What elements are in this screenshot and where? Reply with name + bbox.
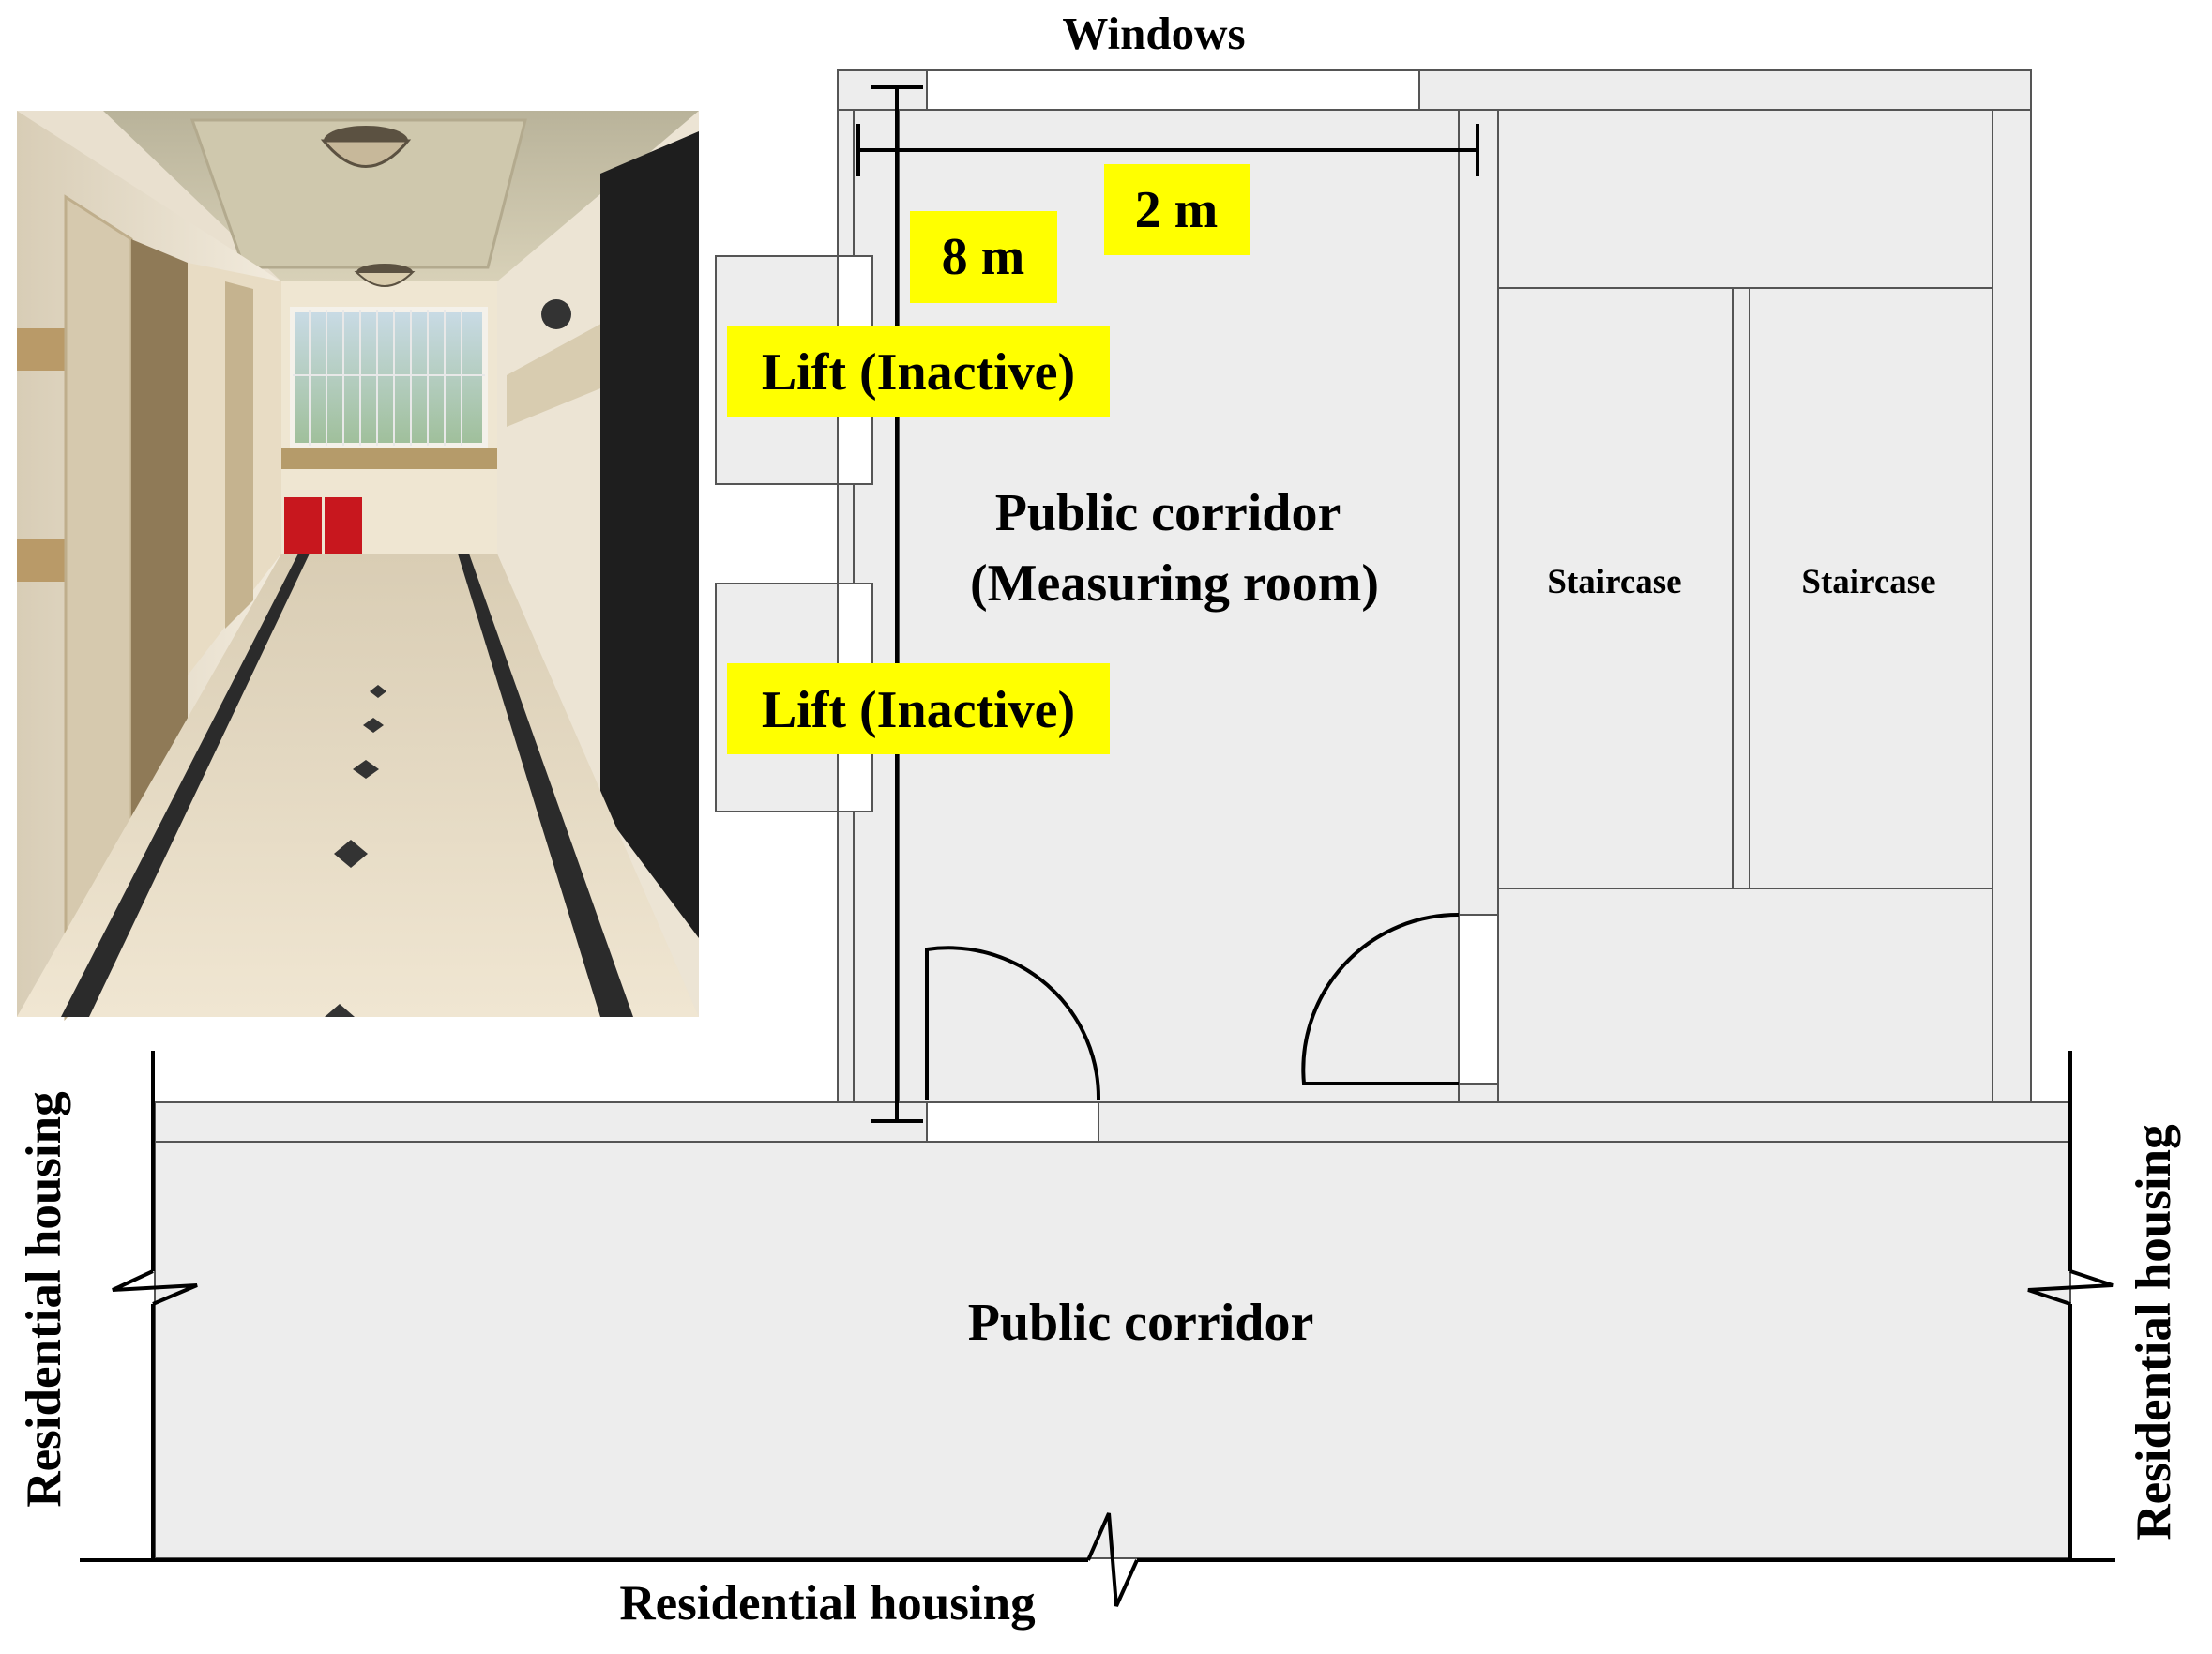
corridor-photo	[17, 111, 699, 1022]
residential-left-label: Residential housing	[17, 1091, 71, 1507]
stair-landing-top	[1497, 109, 1993, 289]
highlight-boxes	[727, 164, 1250, 754]
staircase-left-room	[1497, 287, 1734, 889]
door-swings	[925, 912, 1460, 1100]
floor-plan	[154, 69, 2071, 1559]
staircase-right-room	[1749, 287, 1993, 889]
right-wall	[1992, 109, 2032, 1103]
lift-upper-highlight	[727, 326, 1110, 417]
dimension-lines	[856, 85, 1479, 1123]
dim-length-label: 8 m	[942, 228, 1025, 286]
residential-bottom-label: Residential housing	[619, 1576, 1035, 1631]
lift-lower-highlight	[727, 663, 1110, 754]
boundary-lines	[80, 1051, 2115, 1607]
corridor-wall	[154, 1101, 2071, 1143]
dim-length-highlight	[910, 211, 1057, 303]
public-corridor	[154, 1141, 2071, 1559]
stair-divider	[1732, 287, 1750, 889]
measuring-room-subtitle: (Measuring room)	[970, 554, 1379, 613]
windows-label: Windows	[1062, 8, 1245, 59]
stair-landing-bottom	[1497, 888, 1993, 1103]
stair-door-opening	[1458, 914, 1499, 1085]
lift-upper-label: Lift (Inactive)	[762, 343, 1075, 402]
room-door-opening	[926, 1101, 1099, 1143]
dim-width-highlight	[1104, 164, 1250, 255]
window-opening	[926, 69, 1420, 111]
stair-door-swing	[1301, 912, 1460, 1085]
measuring-room-title: Public corridor	[995, 484, 1341, 542]
lift-lower-label: Lift (Inactive)	[762, 681, 1075, 739]
dim-width-label: 2 m	[1135, 181, 1219, 239]
room-door-swing	[925, 946, 1101, 1100]
staircase-right-label: Staircase	[1801, 563, 1935, 601]
staircase-left-label: Staircase	[1547, 563, 1681, 601]
residential-right-label: Residential housing	[2127, 1124, 2181, 1540]
public-corridor-label: Public corridor	[968, 1294, 1314, 1352]
